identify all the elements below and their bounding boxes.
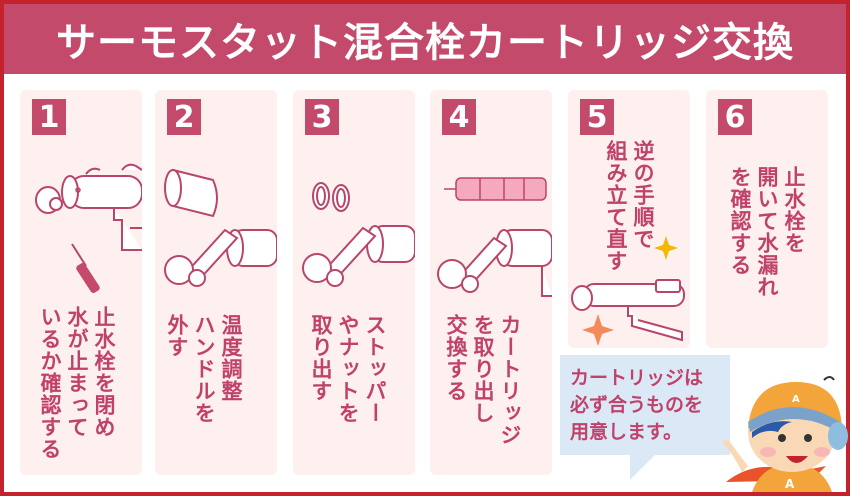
speech-bubble-tail — [630, 454, 656, 480]
step-panel-1: 1 止水栓を閉め 水が止まって いるか確認する — [20, 90, 142, 475]
step-number: 1 — [32, 99, 66, 135]
step-text: 止水栓を 開いて水漏れ を確認する — [728, 166, 806, 298]
step-text: ストッパー やナットを 取り出す — [309, 314, 387, 424]
cartridge-icon — [437, 177, 552, 297]
step-number: 5 — [580, 99, 614, 135]
faucet-with-screwdriver-icon — [35, 163, 142, 293]
svg-text:A: A — [792, 394, 800, 405]
step-text: カートリッジ を取り出し 交換する — [444, 314, 522, 446]
pointing-mascot-icon: A A — [722, 376, 848, 492]
step-panel-2: 2 温度調整 ハンドルを 外す — [155, 90, 277, 475]
step-number: 3 — [305, 99, 339, 135]
svg-text:A: A — [785, 477, 795, 491]
step-text: 温度調整 ハンドルを 外す — [165, 314, 243, 424]
page-title: サーモスタット混合栓カートリッジ交換 — [56, 20, 794, 66]
step-number: 2 — [167, 99, 201, 135]
sparkle-icon — [582, 314, 614, 346]
step-text: 止水栓を閉め 水が止まって いるか確認する — [38, 306, 116, 460]
step-number: 6 — [718, 99, 752, 135]
stopper-rings-icon — [302, 182, 415, 287]
step-text: 逆の手順で 組み立て直す — [604, 140, 655, 272]
step-panel-3: 3 ストッパー やナットを 取り出す — [293, 90, 415, 475]
assembled-faucet-icon — [571, 236, 685, 346]
step-number: 4 — [442, 99, 476, 135]
step-panel-4: 4 カートリッジ を取り出し 交換する — [430, 90, 552, 475]
note-text: カートリッジは 必ず合うものを 用意します。 — [570, 367, 704, 443]
faucet-handle-removed-icon — [164, 168, 277, 287]
step-panel-5: 5 逆の手順で 組み立て直す — [568, 90, 690, 348]
sparkle-icon — [654, 236, 678, 260]
speech-bubble: カートリッジは 必ず合うものを 用意します。 — [560, 355, 730, 455]
step-panel-6: 6 止水栓を 開いて水漏れ を確認する — [706, 90, 828, 348]
title-bar: サーモスタット混合栓カートリッジ交換 — [4, 4, 846, 74]
